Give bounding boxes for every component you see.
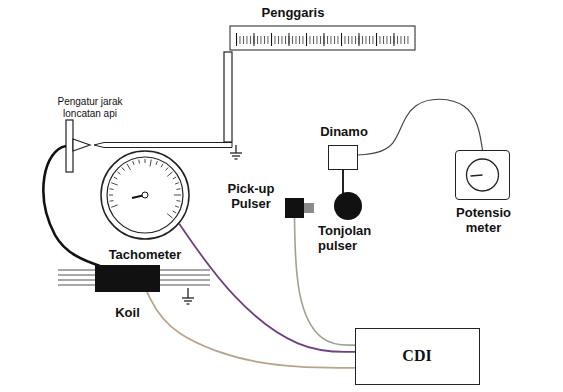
ruler-body bbox=[230, 26, 415, 50]
ruler-post bbox=[224, 52, 232, 142]
plug-cable bbox=[43, 146, 100, 266]
part-label: Koil bbox=[115, 306, 140, 321]
gap-electrode bbox=[94, 143, 232, 148]
potentiometer: Potensio meter bbox=[455, 150, 510, 200]
signal-wire bbox=[358, 99, 483, 155]
box-label: CDI bbox=[402, 347, 431, 365]
ruler-ticks-long bbox=[236, 33, 410, 46]
dynamo-shaft bbox=[342, 170, 344, 194]
signal-wire bbox=[147, 292, 355, 368]
ground-symbol bbox=[182, 288, 194, 304]
part-label: Tachometer bbox=[109, 248, 182, 263]
ground-symbol bbox=[230, 145, 242, 159]
part-label: Pick-up Pulser bbox=[223, 182, 279, 212]
gauge-dial bbox=[100, 150, 190, 240]
part-label: Tonjolan pulser bbox=[318, 224, 384, 254]
part-label: Penggaris bbox=[262, 6, 325, 21]
gap-cone bbox=[73, 139, 90, 151]
gap-adjuster bbox=[66, 120, 73, 172]
ignition-coil: Koil bbox=[95, 265, 160, 292]
part-label: Pengatur jarak loncatan api bbox=[50, 96, 130, 119]
pulser-rotor bbox=[334, 192, 362, 220]
pulser-nub bbox=[304, 203, 314, 213]
part-label: Dinamo bbox=[320, 125, 368, 140]
pot-dial bbox=[455, 150, 510, 200]
part-label: Potensio meter bbox=[451, 206, 517, 236]
pickup-pulser: Pick-up Pulser bbox=[285, 198, 304, 218]
tachometer-gauge: Tachometer bbox=[100, 150, 190, 240]
cdi-unit: CDI bbox=[355, 328, 480, 385]
dynamo-box: Dinamo bbox=[328, 145, 358, 170]
